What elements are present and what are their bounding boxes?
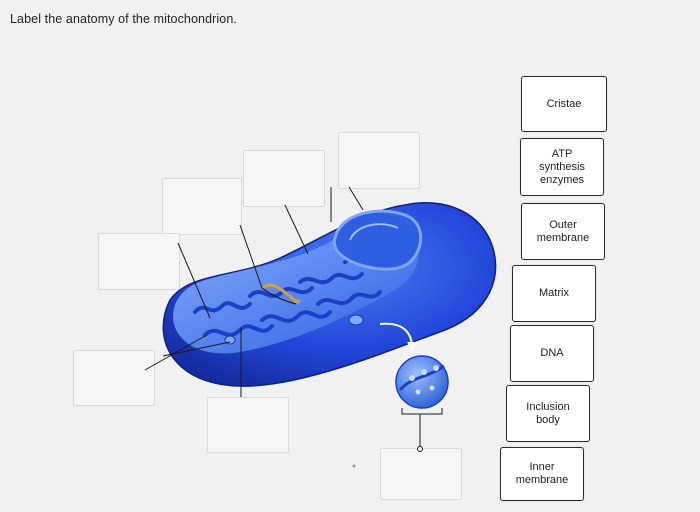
drop-zone-5[interactable] xyxy=(73,350,155,406)
question-title: Label the anatomy of the mitochondrion. xyxy=(10,12,237,26)
drop-zone-6[interactable] xyxy=(207,397,289,453)
drop-zone-2[interactable] xyxy=(243,150,325,207)
drop-zone-4[interactable] xyxy=(98,233,180,290)
label-atp-synthesis-enzymes[interactable]: ATP synthesis enzymes xyxy=(520,138,604,196)
label-outer-membrane[interactable]: Outer membrane xyxy=(521,203,605,260)
label-matrix[interactable]: Matrix xyxy=(512,265,596,322)
dna-strand xyxy=(261,283,300,305)
stray-dot xyxy=(352,464,356,468)
label-inner-membrane[interactable]: Inner membrane xyxy=(500,447,584,501)
drop-zone-7[interactable] xyxy=(380,448,462,500)
drop-zone-3[interactable] xyxy=(162,178,242,235)
end-cap xyxy=(332,209,423,271)
label-cristae[interactable]: Cristae xyxy=(521,76,607,132)
inclusion-bodies xyxy=(224,314,364,345)
label-inclusion-body[interactable]: Inclusion body xyxy=(506,385,590,442)
leader-lines xyxy=(144,186,443,452)
label-dna[interactable]: DNA xyxy=(510,325,594,382)
drop-zone-1[interactable] xyxy=(338,132,420,189)
zoom-callout xyxy=(379,322,449,409)
